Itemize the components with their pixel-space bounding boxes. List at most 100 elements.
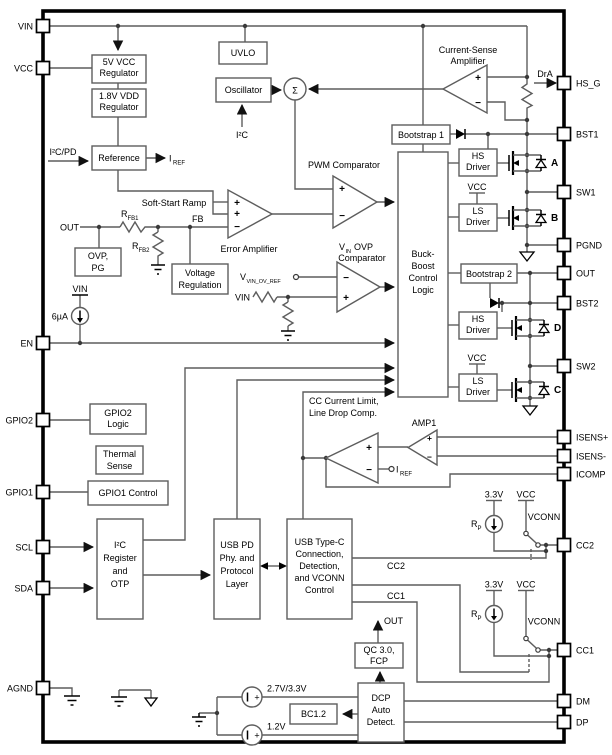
ic-boundary: [41, 9, 566, 744]
pin-dp: DP: [556, 714, 589, 730]
plus-sign: +: [234, 198, 240, 209]
bootstrap1-diode: [456, 129, 466, 139]
block-reference: Reference: [91, 145, 147, 171]
block-label: PG: [91, 263, 104, 273]
block-label: Auto: [372, 705, 391, 715]
out-arrow-label: OUT: [384, 616, 404, 626]
block-label: FCP: [370, 656, 388, 666]
soft-start-label: Soft-Start Ramp: [142, 198, 207, 208]
block-label: DCP: [371, 693, 390, 703]
voltage-source-1v2: +: [241, 724, 263, 746]
pin-scl: SCL: [15, 539, 51, 555]
block-uvlo: UVLO: [218, 41, 268, 65]
plus-sign: +: [254, 731, 259, 741]
cc-amplifier: + −: [324, 431, 379, 485]
pwm-comparator: + −: [332, 174, 379, 230]
rp-current-source-cc2: [484, 514, 504, 534]
pin-cc2: CC2: [556, 537, 594, 553]
block-voltage-regulation: Voltage Regulation: [171, 263, 229, 295]
pin-label: OUT: [576, 269, 596, 279]
block-label: Reference: [98, 153, 140, 163]
vref-label-sub: VIN_OV_REF: [247, 279, 282, 285]
3v3-label: 3.3V: [485, 580, 504, 590]
cc-limit-label: CC Current Limit,: [309, 396, 379, 406]
block-bootstrap2: Bootstrap 2: [460, 263, 518, 284]
block-thermal-sense: Thermal Sense: [95, 445, 144, 475]
block-label: 1.8V VDD: [99, 91, 140, 101]
ground-dcp: [192, 713, 206, 727]
pin-hs-g: HS_G: [556, 75, 601, 91]
rp-label: R: [471, 519, 478, 529]
pwm-comparator-label: PWM Comparator: [308, 160, 380, 170]
pin-out: OUT: [556, 265, 596, 281]
pin-label: DM: [576, 697, 590, 707]
rfb1-resistor: [119, 220, 148, 234]
ground-pair-left: [111, 696, 127, 707]
plus-sign: +: [339, 184, 345, 195]
fb-net-label: FB: [192, 214, 204, 224]
fet-c-label: C: [554, 385, 561, 396]
block-label: OTP: [111, 579, 130, 589]
iref-label-sub: REF: [173, 161, 185, 167]
cc1-switch-vconn-contact: [523, 635, 529, 642]
vin-net-label: VIN: [235, 293, 250, 303]
bidirectional-arrow: [260, 562, 287, 570]
pin-label: SCL: [15, 543, 33, 553]
block-label: Bootstrap 1: [398, 130, 444, 140]
vin-ovp-comparator: − +: [336, 260, 382, 314]
vcc-net-label: VCC: [516, 490, 536, 500]
block-label: UVLO: [231, 48, 256, 58]
block-label: GPIO2: [104, 408, 132, 418]
out-net-label: OUT: [60, 223, 80, 233]
block-label: I²C: [114, 540, 126, 550]
block-label: 5V VCC: [103, 57, 136, 67]
block-1v8-vdd-regulator: 1.8V VDD Regulator: [91, 88, 147, 118]
6ua-label: 6µA: [52, 312, 68, 322]
minus-sign: −: [475, 98, 481, 109]
pin-label: CC1: [576, 646, 594, 656]
cc1-net-label: CC1: [387, 591, 405, 601]
sources: + +: [70, 294, 504, 746]
rp-label-sub: P: [478, 526, 482, 532]
block-label: GPIO1 Control: [98, 488, 157, 498]
pin-label: CC2: [576, 541, 594, 551]
block-ls-driver-1: LS Driver: [458, 203, 498, 232]
current-sense-amplifier: + −: [441, 63, 488, 115]
current-sense-label: Amplifier: [450, 56, 485, 66]
vin-ovp-series-resistor: [252, 290, 278, 304]
vcc-net-label: VCC: [467, 182, 487, 192]
vin-net-label: VIN: [72, 284, 87, 294]
pin-label: BST1: [576, 130, 599, 140]
pin-label: ISENS+: [576, 433, 608, 443]
block-hs-driver-2: HS Driver: [458, 311, 498, 340]
block-usb-type-c: USB Type-C Connection, Detection, and VC…: [286, 518, 353, 620]
fet-a: A: [508, 151, 558, 175]
vin-ovp-label-rest: OVP: [354, 242, 373, 252]
block-qc30-fcp: QC 3.0, FCP: [354, 642, 404, 669]
block-usb-pd-phy: USB PD Phy. and Protocol Layer: [213, 518, 261, 620]
current-sense-label: Current-Sense: [439, 45, 498, 55]
block-gpio2-logic: GPIO2 Logic: [89, 403, 147, 435]
fet-a-label: A: [551, 158, 558, 169]
block-label: USB Type-C: [295, 537, 345, 547]
switch-contacts: [292, 273, 541, 653]
minus-sign: −: [343, 273, 349, 284]
block-label: BC1.2: [301, 709, 326, 719]
block-label: Oscillator: [225, 85, 263, 95]
vin-ovp-label-sub: IN: [346, 249, 352, 255]
en-pullup-current-source: [70, 294, 90, 326]
block-bc12: BC1.2: [289, 703, 338, 725]
minus-sign: −: [339, 211, 345, 222]
pin-vin: VIN: [18, 18, 51, 34]
block-ovp-pg: OVP, PG: [74, 247, 122, 277]
block-dcp-auto-detect: DCP Auto Detect.: [357, 682, 405, 743]
fet-d-label: D: [554, 323, 561, 334]
ground-agnd: [64, 695, 80, 706]
block-label: USB PD: [220, 540, 254, 550]
pin-label: SW1: [576, 188, 596, 198]
block-label: Protocol: [220, 566, 253, 576]
pin-label: VIN: [18, 22, 33, 32]
vin-ovp-label-line2: Comparator: [338, 253, 386, 263]
pin-vcc: VCC: [14, 60, 51, 76]
